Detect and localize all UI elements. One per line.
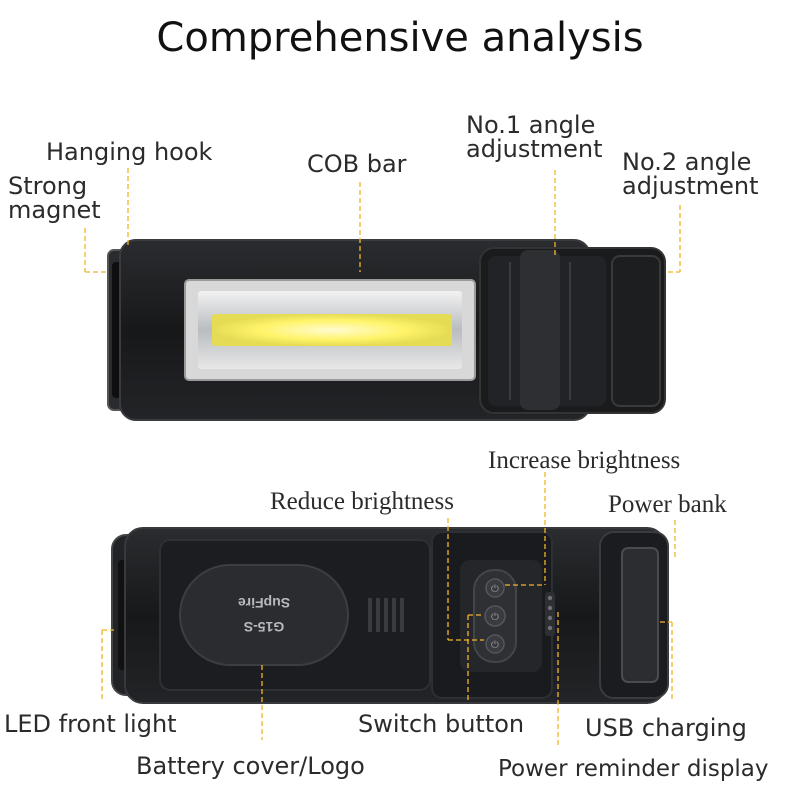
label-power-bank: Power bank	[608, 491, 727, 518]
usb-port-recess	[621, 547, 659, 683]
top-device	[107, 239, 666, 421]
hinge-end	[611, 255, 661, 407]
label-angle-adjustment-1: No.1 angle adjustment	[466, 113, 603, 161]
cover-ridges	[368, 598, 404, 632]
switch-button[interactable]	[484, 605, 506, 627]
label-strong-magnet: Strong magnet	[8, 174, 101, 222]
label-reduce-brightness: Reduce brightness	[270, 488, 454, 515]
increase-brightness-button[interactable]	[485, 578, 505, 598]
label-power-reminder-display: Power reminder display	[498, 756, 769, 782]
label-angle1-line1: No.1 angle	[466, 111, 596, 139]
power-symbol-icon: ⏻	[491, 584, 499, 595]
reduce-brightness-button[interactable]	[485, 634, 505, 654]
label-increase-brightness: Increase brightness	[488, 447, 681, 474]
page-title: Comprehensive analysis	[156, 15, 644, 61]
button-cluster: ⏻ ⏻ ⏻	[473, 569, 517, 663]
label-usb-charging: USB charging	[585, 714, 747, 742]
leader-lines	[84, 168, 681, 748]
label-led-front-light: LED front light	[4, 710, 177, 738]
label-strong-magnet-line1: Strong	[8, 172, 88, 200]
label-angle2-line2: adjustment	[622, 172, 759, 200]
hinge-knuckle	[520, 250, 560, 410]
device-logo-text: G15-S SupFire	[180, 565, 348, 665]
logo-oval	[179, 564, 349, 666]
label-switch-button: Switch button	[358, 710, 525, 738]
label-angle2-line1: No.2 angle	[622, 148, 752, 176]
bottom-device: ⏻ ⏻ ⏻	[111, 527, 669, 704]
label-angle-adjustment-2: No.2 angle adjustment	[622, 150, 759, 198]
label-angle1-line2: adjustment	[466, 135, 603, 163]
label-hanging-hook: Hanging hook	[46, 138, 213, 166]
power-symbol-icon: ⏻	[491, 640, 499, 651]
device-brand: SupFire	[237, 595, 291, 611]
power-reminder-leds	[545, 592, 555, 636]
power-symbol-icon: ⏻	[491, 612, 499, 623]
label-cob-bar: COB bar	[307, 150, 407, 178]
cob-led-strip	[212, 314, 452, 346]
label-strong-magnet-line2: magnet	[8, 196, 101, 224]
label-battery-cover-logo: Battery cover/Logo	[136, 752, 365, 780]
